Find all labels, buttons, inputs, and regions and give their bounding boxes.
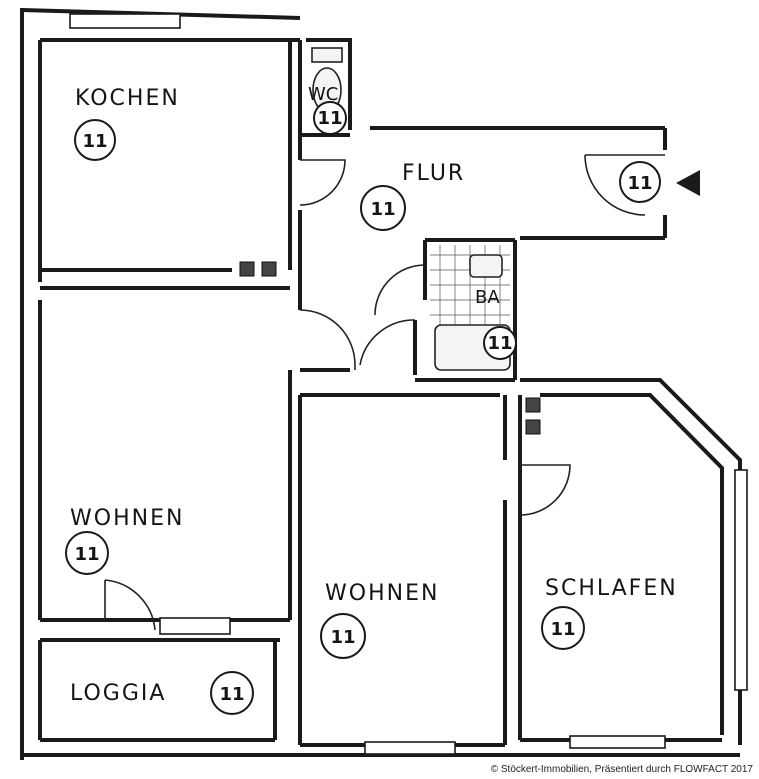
label-kochen: KOCHEN [75, 86, 180, 111]
entrance-arrow-icon [676, 170, 700, 196]
svg-text:11: 11 [627, 173, 652, 194]
label-wc: WC [308, 84, 338, 105]
badge-flur: 11 [360, 185, 406, 231]
walls [20, 8, 742, 760]
windows [69, 13, 748, 755]
label-wohnen-center: WOHNEN [325, 581, 439, 606]
shaft-4 [525, 419, 541, 435]
label-bad: BA [475, 287, 500, 308]
bath-sink [469, 254, 503, 278]
badge-loggia: 11 [210, 671, 254, 715]
door-swings [104, 154, 665, 631]
room-labels: KOCHEN WC FLUR BA WOHNEN WOHNEN SCHLAFEN… [70, 84, 678, 706]
badge-wc: 11 [313, 101, 347, 135]
copyright-notice: © Stöckert-Immobilien, Präsentiert durch… [490, 764, 753, 775]
svg-text:11: 11 [74, 544, 99, 565]
shaft-1 [239, 261, 255, 277]
badge-wohnen-center: 11 [320, 613, 366, 659]
badge-schlafen: 11 [541, 606, 585, 650]
label-flur: FLUR [402, 161, 465, 186]
badge-kochen: 11 [74, 119, 116, 161]
svg-text:11: 11 [550, 619, 575, 640]
label-schlafen: SCHLAFEN [545, 576, 678, 601]
svg-text:11: 11 [219, 684, 244, 705]
shaft-2 [261, 261, 277, 277]
label-loggia: LOGGIA [70, 681, 166, 706]
badge-wohnen-left: 11 [65, 531, 109, 575]
svg-text:11: 11 [317, 108, 342, 129]
shaft-3 [525, 397, 541, 413]
badge-entrance: 11 [619, 161, 661, 203]
label-wohnen-left: WOHNEN [70, 506, 184, 531]
svg-text:11: 11 [330, 627, 355, 648]
svg-text:11: 11 [82, 131, 107, 152]
room-badges: 11 11 11 11 11 11 11 11 [65, 101, 661, 715]
svg-text:11: 11 [487, 333, 512, 354]
badge-bad: 11 [483, 326, 517, 360]
svg-text:11: 11 [370, 199, 395, 220]
toilet-tank [311, 47, 343, 63]
